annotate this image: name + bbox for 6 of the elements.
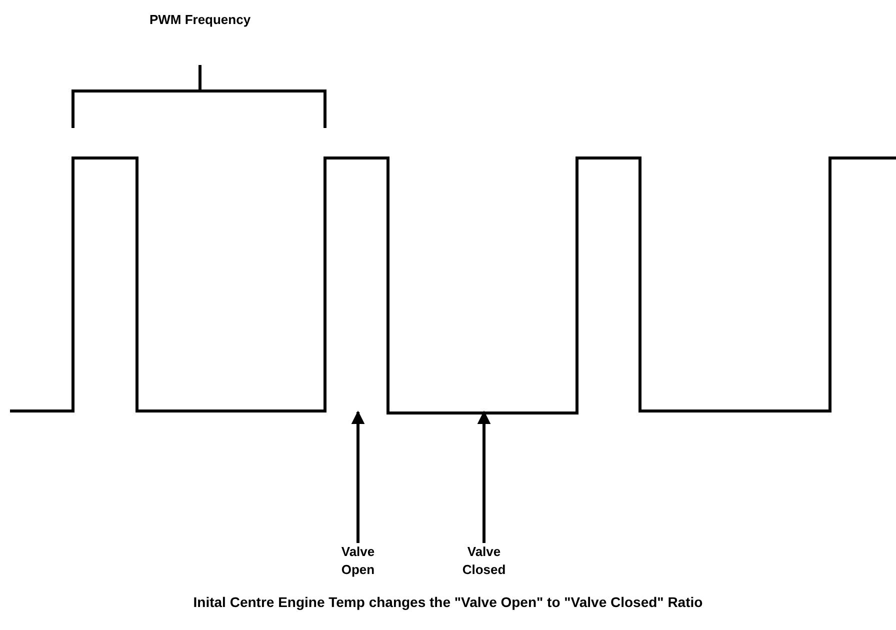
caption: Inital Centre Engine Temp changes the "Valve Open" to "Valve Closed" Ratio [192, 593, 704, 612]
arrow [477, 410, 491, 543]
arrow [351, 410, 365, 543]
dimension-label: PWM Frequency [149, 11, 251, 29]
annotation-text: Valve Open [328, 543, 388, 579]
annotation-text: Valve Closed [454, 543, 514, 579]
